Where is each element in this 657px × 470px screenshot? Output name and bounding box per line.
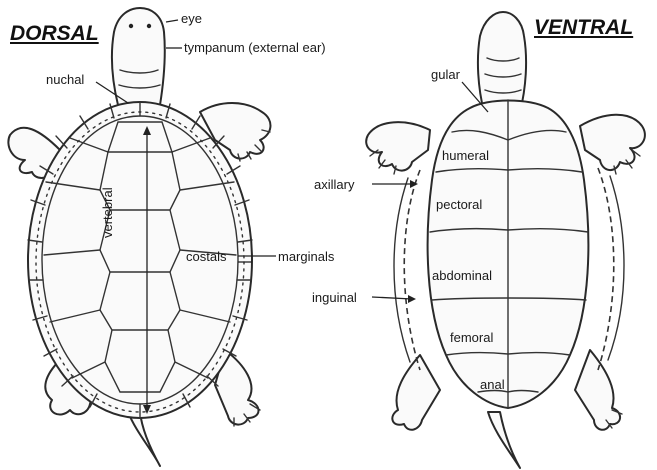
dorsal-heading: DORSAL: [10, 22, 99, 46]
dorsal-tail: [128, 412, 160, 466]
label-nuchal: nuchal: [46, 72, 84, 87]
label-pectoral: pectoral: [436, 197, 482, 212]
ventral-front-right-limb: [580, 115, 645, 170]
dorsal-head: [112, 8, 165, 105]
label-vertebral: vertebral: [100, 187, 115, 238]
label-tympanum: tympanum (external ear): [184, 40, 326, 55]
ventral-turtle: [366, 12, 645, 468]
ventral-heading: VENTRAL: [534, 16, 633, 40]
ventral-hind-right-limb: [575, 350, 620, 430]
label-humeral: humeral: [442, 148, 489, 163]
label-abdominal: abdominal: [432, 268, 492, 283]
ventral-front-left-limb: [366, 122, 430, 170]
label-axillary: axillary: [314, 177, 354, 192]
label-gular: gular: [431, 67, 460, 82]
label-costals: costals: [186, 249, 226, 264]
label-inguinal: inguinal: [312, 290, 357, 305]
bridge-left: [404, 170, 420, 370]
ventral-hind-left-limb: [392, 355, 440, 430]
label-anal: anal: [480, 377, 505, 392]
label-eye: eye: [181, 11, 202, 26]
bridge-right: [598, 168, 614, 370]
ventral-head: [478, 12, 526, 112]
label-marginals: marginals: [278, 249, 334, 264]
ventral-tail: [488, 412, 520, 468]
label-femoral: femoral: [450, 330, 493, 345]
